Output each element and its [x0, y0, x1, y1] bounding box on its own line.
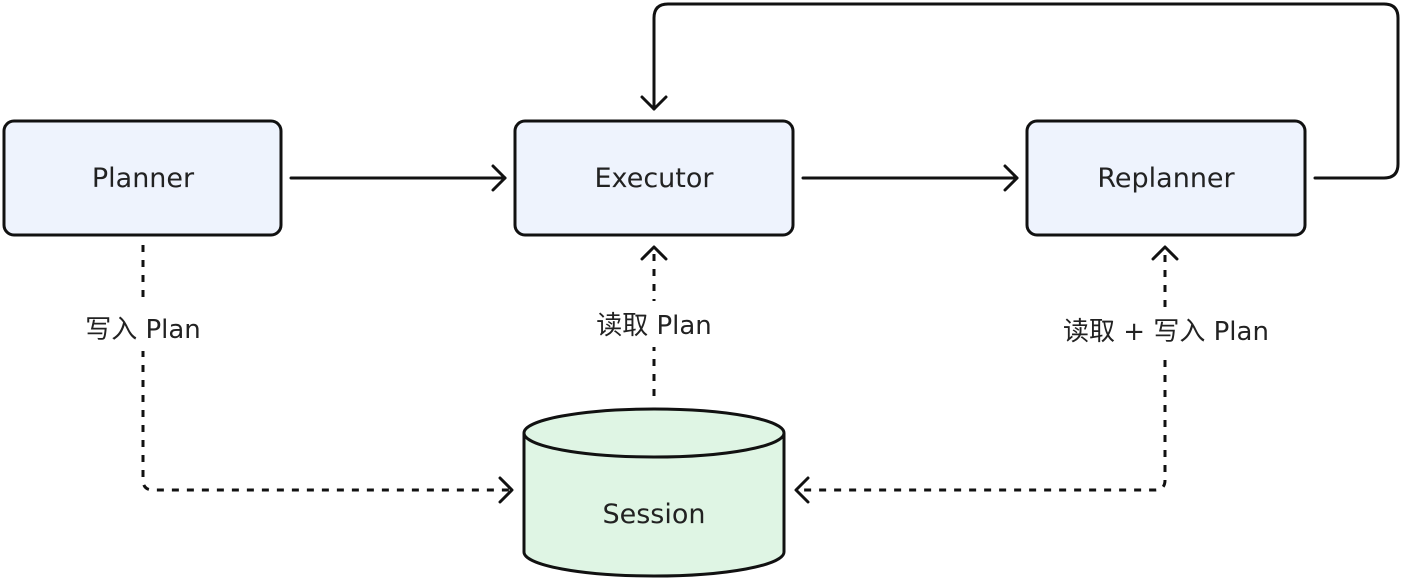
- edge-label-read-write-plan: 读取 + 写入 Plan: [1063, 317, 1269, 347]
- planner-node: Planner: [2, 119, 283, 237]
- executor-node: Executor: [513, 119, 795, 237]
- edge-planner-to-session: [141, 245, 514, 504]
- edge-label-write-plan: 写入 Plan: [85, 315, 201, 345]
- replanner-node: Replanner: [1025, 119, 1307, 237]
- edge-executor-to-replanner: [801, 164, 1019, 192]
- executor-label: Executor: [595, 163, 715, 194]
- edge-label-read-plan: 读取 Plan: [596, 311, 712, 341]
- label-session-to-executor: 读取 Plan: [589, 301, 719, 347]
- edge-planner-to-executor: [289, 164, 507, 192]
- label-replanner-session: 读取 + 写入 Plan: [1062, 307, 1269, 353]
- edge-replanner-session: [794, 245, 1179, 504]
- planner-label: Planner: [92, 163, 195, 194]
- edge-session-to-executor: [640, 245, 668, 396]
- session-label: Session: [602, 499, 705, 530]
- replanner-label: Replanner: [1097, 163, 1235, 194]
- edge-replanner-loop-to-executor: [640, 2, 1400, 180]
- session-database: Session: [522, 407, 786, 578]
- label-planner-to-session: 写入 Plan: [78, 305, 208, 351]
